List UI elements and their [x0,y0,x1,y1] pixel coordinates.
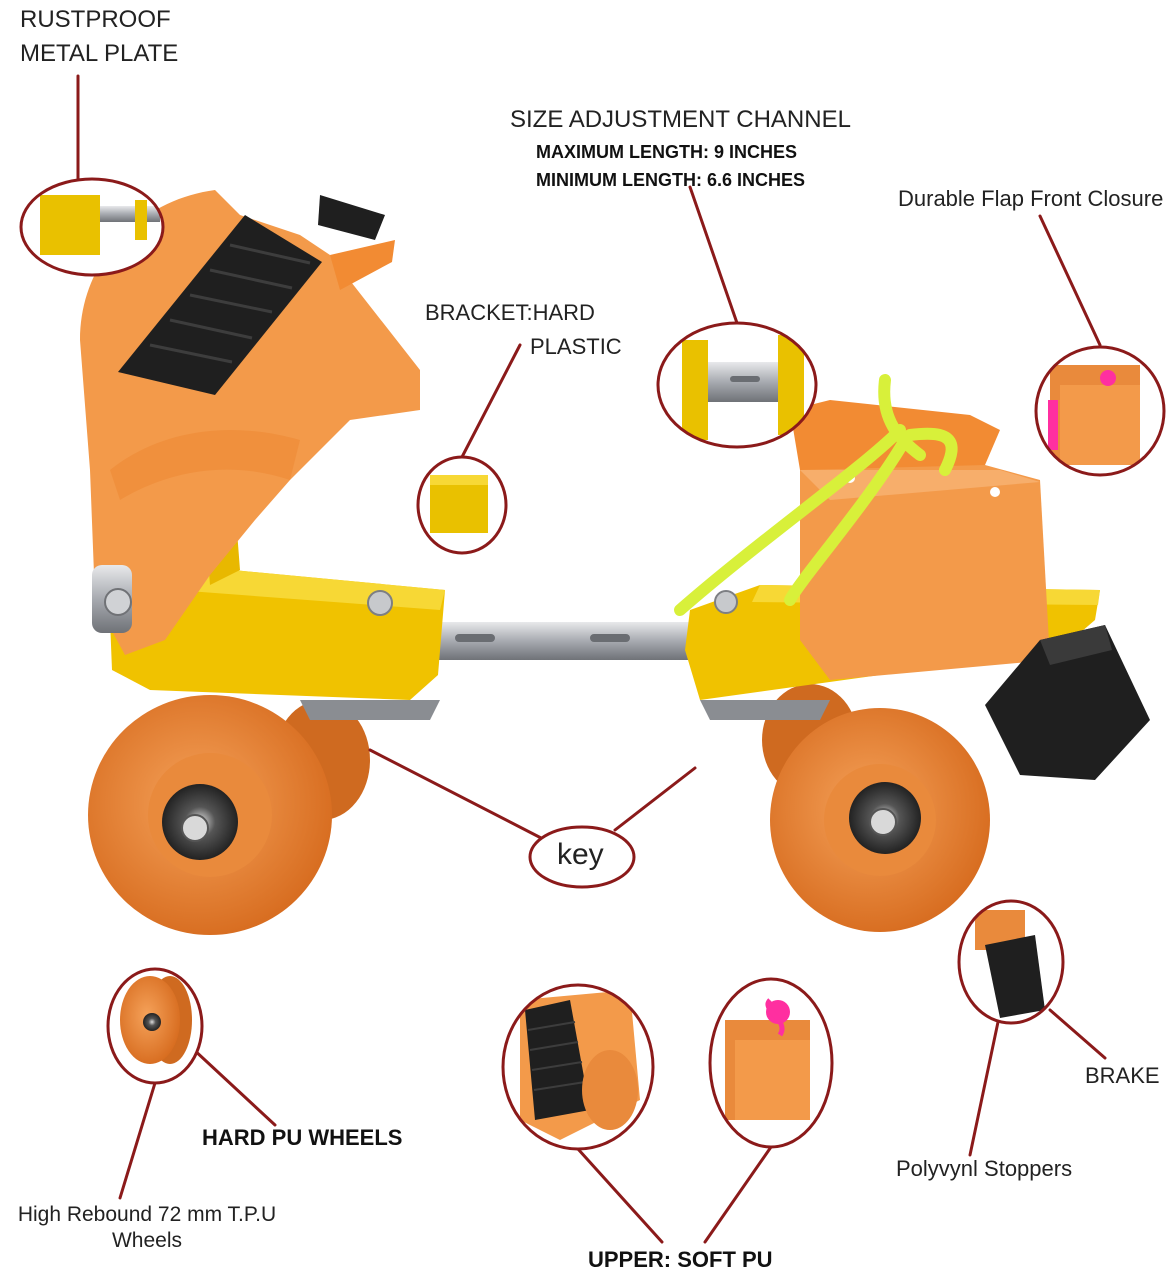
heel-shell [80,190,420,655]
label-bracket-line1: BRACKET:HARD [425,300,595,325]
label-size-max: MAXIMUM LENGTH: 9 INCHES [536,142,797,162]
label-flap-closure: Durable Flap Front Closure [898,186,1164,211]
label-size-title: SIZE ADJUSTMENT CHANNEL [510,106,851,133]
label-key: key [557,838,604,871]
leader-hard-pu-wheels [190,1046,277,1127]
neon-laces [674,374,958,616]
brake-stopper [985,625,1150,780]
label-bracket-line2: PLASTIC [530,334,622,359]
label-polyvynl-stoppers: Polyvynl Stoppers [896,1156,1073,1181]
front-near-wheel [770,708,990,932]
leader-key-left [368,748,547,842]
leader-stoppers [968,1020,1000,1157]
callout-flap-closure [1034,345,1166,477]
label-rebound-line1: High Rebound 72 mm T.P.U [17,1203,277,1226]
leader-flap [1038,214,1102,347]
roller-skate-illustration [80,190,1150,935]
leader-brake [1048,1008,1107,1060]
label-hard-pu-wheels: HARD PU WHEELS [202,1125,403,1150]
callout-rustproof-plate [19,177,165,277]
key-label-ring [528,825,636,889]
callout-upper-strap [501,983,655,1151]
leader-upper-left [576,1147,664,1244]
label-rustproof-line1: RUSTPROOF [20,6,171,33]
callout-size-channel [656,321,818,449]
leader-upper-right [703,1145,773,1244]
leader-lines [76,74,1107,1244]
label-size-min: MINIMUM LENGTH: 6.6 INCHES [536,170,806,190]
leader-key-right [613,766,697,832]
rear-near-wheel [88,695,332,935]
callout-brake [957,899,1065,1025]
callout-upper-toe [708,977,834,1149]
leader-bracket [460,343,522,459]
toe-flap [800,465,1050,680]
label-upper-soft-pu: UPPER: SOFT PU [588,1247,773,1272]
leader-size-adjustment [688,185,739,325]
label-rustproof-line2: METAL PLATE [20,40,179,67]
leader-rebound [118,1081,157,1200]
callout-bracket [416,455,508,555]
label-rebound-line2: Wheels [111,1229,183,1252]
callout-wheel [106,967,204,1085]
label-brake: BRAKE [1085,1063,1160,1088]
